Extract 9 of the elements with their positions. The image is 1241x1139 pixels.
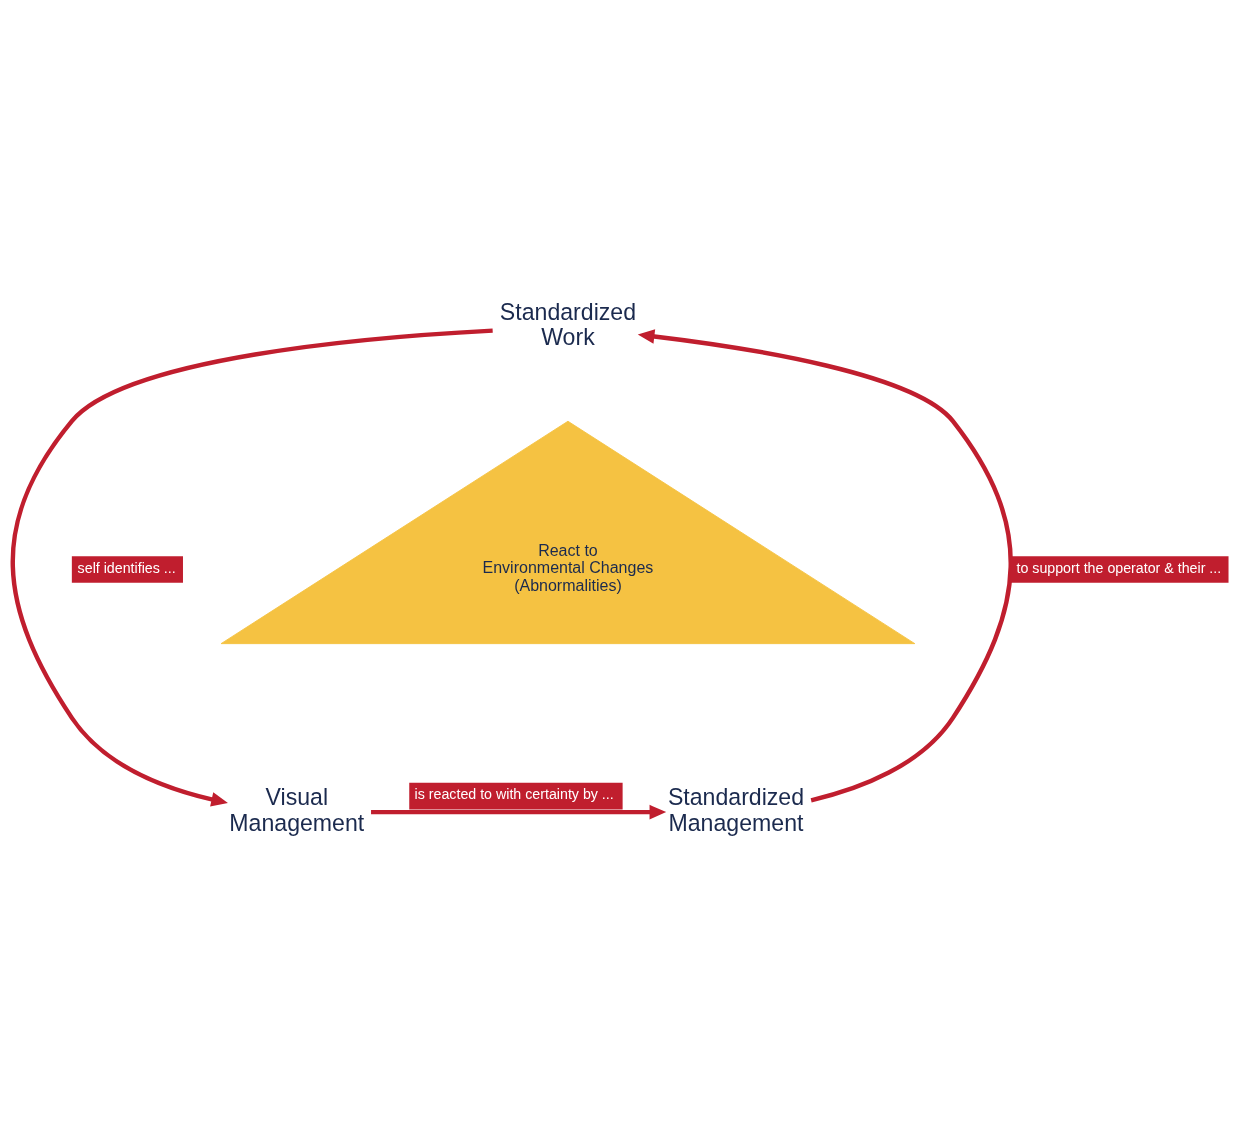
edge-label: self identifies ... bbox=[77, 559, 176, 576]
arrow bbox=[637, 329, 1013, 803]
node-text: Visual Management bbox=[229, 783, 365, 836]
edge-label: is reacted to with certainty by ... bbox=[414, 786, 614, 803]
node-text: Standardized Management bbox=[667, 783, 805, 836]
arrow bbox=[371, 804, 667, 820]
arrow bbox=[10, 328, 493, 807]
node-text: Standardized Work bbox=[499, 298, 637, 351]
edge-label: to support the operator & their ... bbox=[1016, 559, 1222, 576]
